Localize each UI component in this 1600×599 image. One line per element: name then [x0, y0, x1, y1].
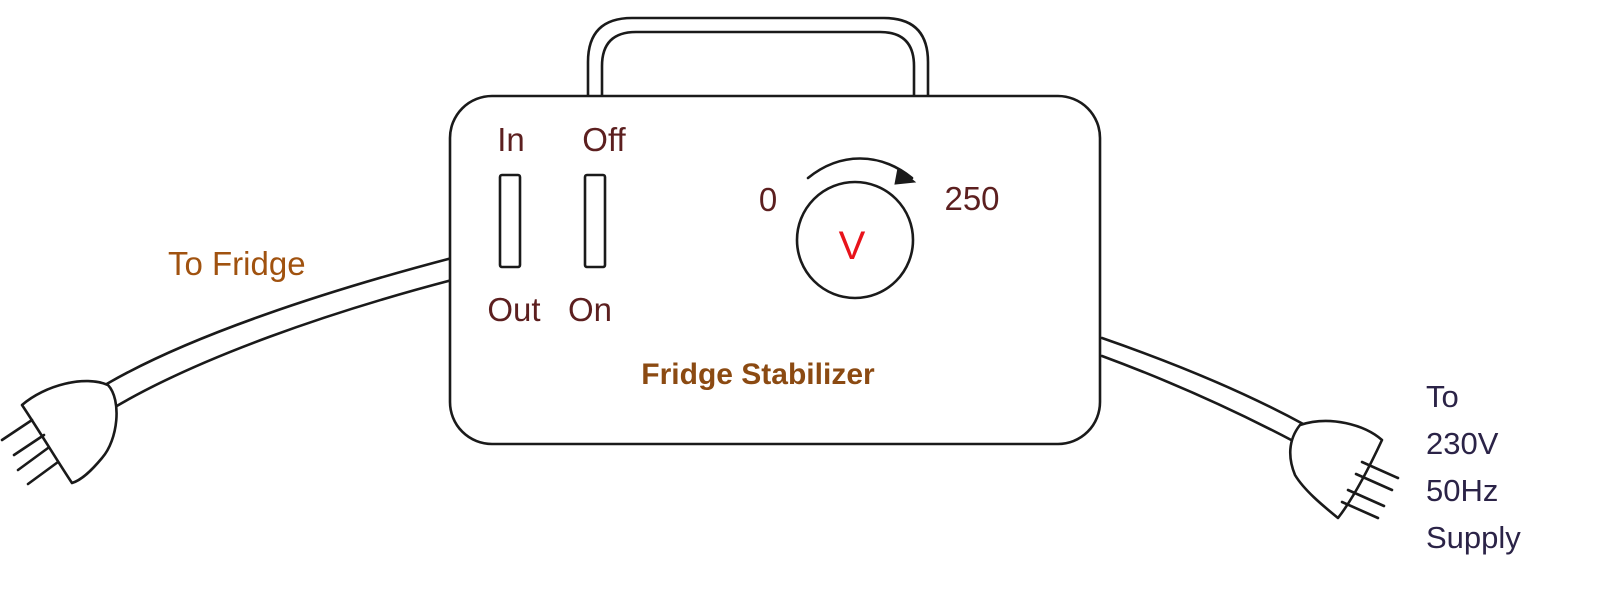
fridge-plug-prong: [0, 418, 34, 442]
supply-label-line-4: Supply: [1426, 520, 1521, 555]
voltage-dial: [795, 180, 915, 300]
in-out-switch: [498, 173, 522, 269]
fridge-cord: [0, 256, 454, 486]
supply-label-line-1: To: [1426, 379, 1459, 414]
supply-label-line-3: 50Hz: [1426, 473, 1498, 508]
stabilizer-box: [448, 94, 1102, 446]
dial-min-label: 0: [759, 181, 777, 218]
in-label: In: [497, 121, 525, 158]
dial-symbol: V: [839, 224, 866, 268]
on-off-switch: [583, 173, 607, 269]
out-label: Out: [487, 291, 540, 328]
arrow-head-icon: [894, 167, 917, 185]
carry-handle: [586, 16, 930, 98]
fridge-label: To Fridge: [168, 245, 306, 282]
device-title: Fridge Stabilizer: [641, 358, 875, 391]
supply-cord: [1100, 336, 1400, 520]
dial-max-label: 250: [944, 180, 999, 217]
supply-label-line-2: 230V: [1426, 426, 1499, 461]
off-label: Off: [582, 121, 626, 158]
supply-plug: [1289, 419, 1384, 520]
on-label: On: [568, 291, 612, 328]
fridge-plug: [20, 379, 118, 485]
